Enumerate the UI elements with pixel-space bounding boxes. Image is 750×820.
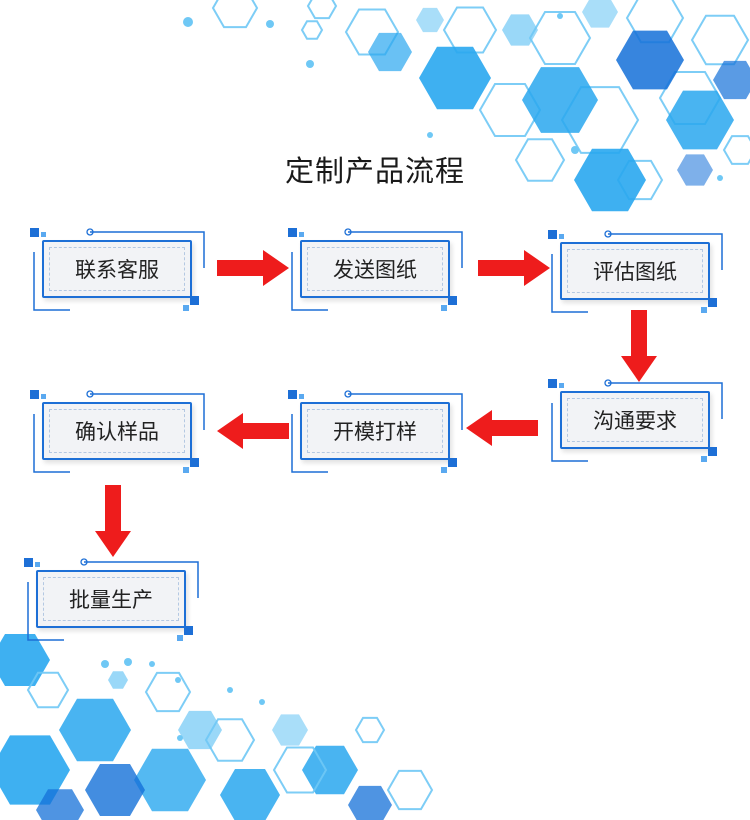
hexagon-shape [300,20,324,40]
hexagon-shape [272,746,328,794]
hexagon-shape [354,716,386,744]
corner-frame-decoration [548,379,723,462]
decoration-dot [183,17,193,27]
arrow-down-icon [621,310,657,382]
hexagon-shape [204,718,256,762]
step-box-evaluate-drawings: 评估图纸 [548,230,723,313]
step-label: 开模打样 [333,420,417,444]
step-label: 评估图纸 [593,260,677,284]
hexagon-shape [220,769,280,820]
hexagon-decoration-top [183,0,750,212]
hexagon-shape [211,0,259,29]
arrow-right-icon [478,250,550,286]
step-box-communicate-requirements: 沟通要求 [548,379,723,462]
step-box-confirm-sample: 确认样品 [30,390,205,473]
decoration-dot [124,658,132,666]
step-box-contact-service: 联系客服 [30,228,205,311]
hexagon-shape [0,735,70,805]
hexagon-shape [386,769,434,811]
hexagon-shape [522,67,598,133]
hexagon-shape [625,0,685,44]
arrow-right-icon [217,250,289,286]
corner-frame-decoration [30,228,205,311]
corner-frame-decoration [288,228,463,311]
decoration-dot [259,699,265,705]
hexagon-shape [560,86,640,154]
hexagon-shape [658,71,722,125]
decoration-dot [175,677,181,683]
hexagon-shape [344,8,400,56]
hexagon-shape [36,789,84,820]
step-box-send-drawings: 发送图纸 [288,228,463,311]
corner-frame-decoration [548,230,723,313]
decoration-dot [427,132,433,138]
step-label: 联系客服 [75,258,159,282]
decoration-dot [149,661,155,667]
hexagon-shape [616,30,684,90]
decoration-dot [266,20,274,28]
hexagon-shape [528,11,592,65]
step-label: 确认样品 [75,420,159,444]
hexagon-shape [442,6,498,54]
hexagon-shape [302,745,358,795]
hexagon-shape [478,83,542,137]
hexagon-shape [416,7,444,33]
hexagon-shape [502,14,538,46]
decoration-dot [101,660,109,668]
step-label: 沟通要求 [593,409,677,433]
hexagon-shape [144,671,192,713]
decoration-dot [557,13,563,19]
step-box-mold-sampling: 开模打样 [288,390,463,473]
decoration-dot [227,687,233,693]
hexagon-shape [26,671,70,709]
arrow-left-icon [217,413,289,449]
hexagon-shape [368,32,412,72]
hexagon-shape [59,698,131,762]
corner-frame-decoration [30,390,205,473]
hexagon-shape [272,714,308,746]
hexagon-shape [134,748,206,812]
hexagon-shape [713,60,750,100]
decoration-dot [177,735,183,741]
hexagon-decoration-bottom [0,634,434,820]
step-box-mass-production: 批量生产 [24,558,199,641]
decoration-dot [306,60,314,68]
corner-frame-decoration [288,390,463,473]
hexagon-shape [582,0,618,28]
step-label: 发送图纸 [333,258,417,282]
hexagon-shape [306,0,338,20]
arrow-down-icon [95,485,131,557]
arrow-left-icon [466,410,538,446]
diagram-title: 定制产品流程 [284,154,465,188]
step-label: 批量生产 [69,588,153,612]
hexagon-shape [666,90,734,150]
hexagon-shape [348,785,392,820]
hexagon-shape [690,14,750,66]
hexagon-shape [178,710,222,750]
hexagon-shape [85,764,145,816]
hexagon-shape [419,46,491,110]
hexagon-shape [108,671,128,689]
